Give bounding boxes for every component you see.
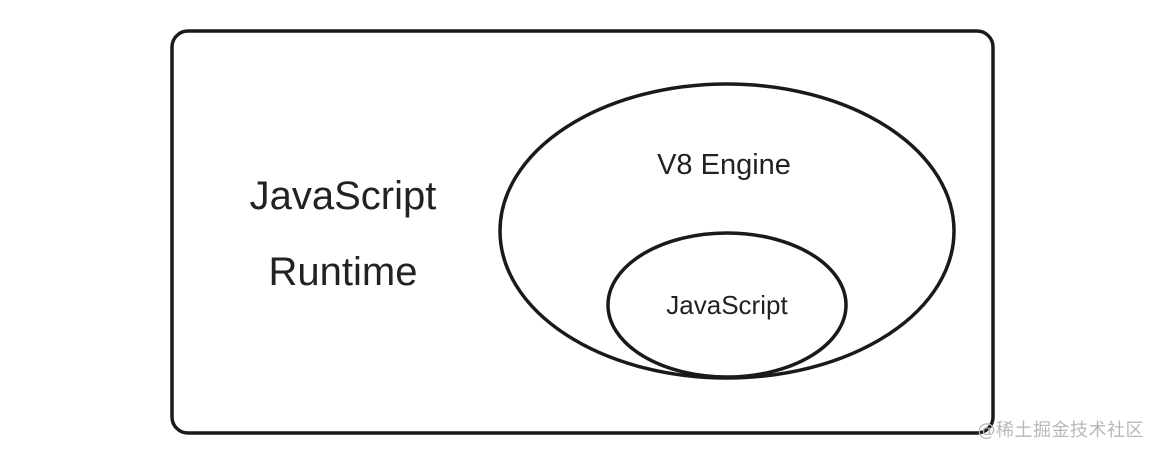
javascript-label: JavaScript: [666, 290, 788, 320]
engine-ellipse: [498, 82, 956, 380]
javascript-ellipse: [606, 231, 848, 379]
engine-label: V8 Engine: [657, 149, 791, 181]
watermark: @稀土掘金技术社区: [977, 420, 1144, 441]
runtime-label-line1: JavaScript: [250, 174, 437, 218]
runtime-label-line2: Runtime: [269, 250, 418, 294]
runtime-container: [170, 29, 995, 435]
